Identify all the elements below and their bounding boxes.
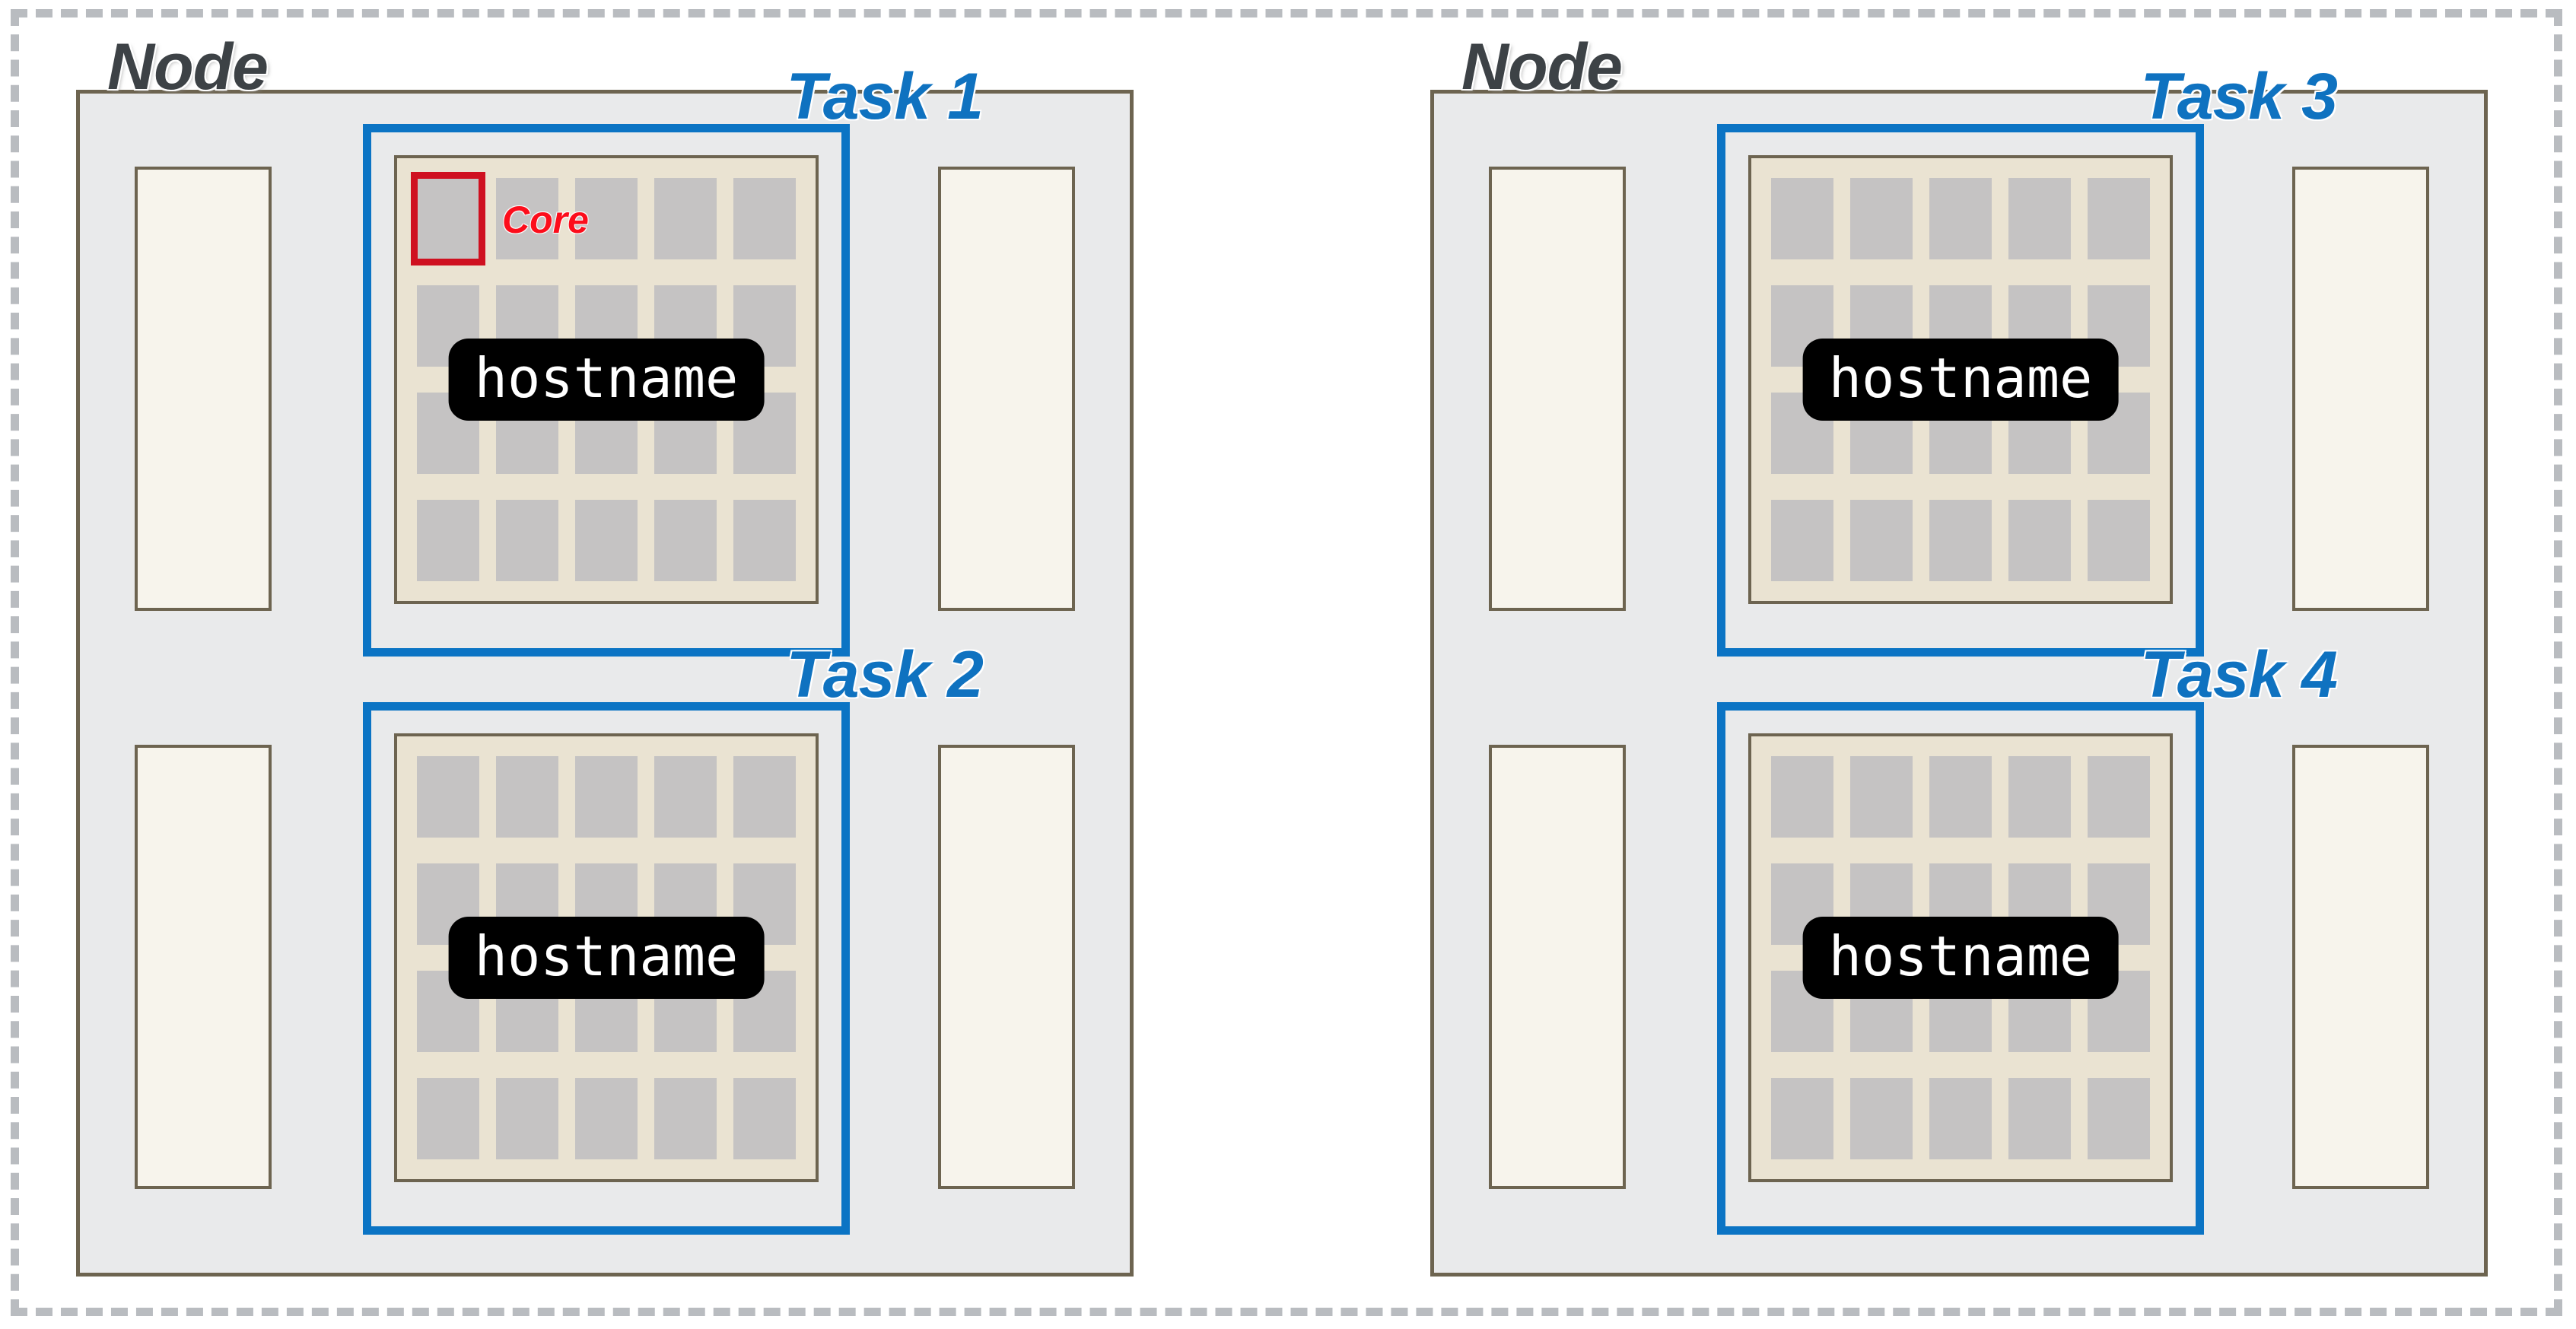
core bbox=[2088, 500, 2150, 581]
core bbox=[496, 1078, 558, 1159]
task-3-label: Task 3 bbox=[2140, 60, 2338, 133]
task-row-2: Task 2 bbox=[80, 638, 1130, 1259]
empty-socket-panel-right bbox=[938, 167, 1075, 611]
empty-socket-panel-left bbox=[135, 167, 272, 611]
core bbox=[2008, 756, 2071, 838]
core bbox=[496, 500, 558, 581]
core bbox=[1771, 1078, 1833, 1159]
hostname-badge: hostname bbox=[1802, 339, 2119, 421]
core bbox=[1929, 756, 1992, 838]
core bbox=[575, 1078, 638, 1159]
task-row-4: Task 4 bbox=[1434, 638, 2484, 1259]
task-1-label: Task 1 bbox=[786, 60, 984, 133]
core bbox=[654, 500, 717, 581]
outer-dashed-frame bbox=[11, 9, 2562, 1316]
task-4-boundary[interactable]: Task 4 bbox=[1717, 638, 2338, 1235]
core bbox=[1771, 756, 1833, 838]
task-2-label: Task 2 bbox=[786, 638, 984, 711]
socket: hostname bbox=[1748, 155, 2173, 604]
core bbox=[1771, 178, 1833, 259]
core bbox=[733, 1078, 796, 1159]
core bbox=[2008, 1078, 2071, 1159]
core bbox=[654, 178, 717, 259]
hostname-badge: hostname bbox=[448, 339, 765, 421]
core bbox=[733, 756, 796, 838]
core bbox=[1929, 500, 1992, 581]
core bbox=[2088, 756, 2150, 838]
core bbox=[654, 756, 717, 838]
hostname-badge: hostname bbox=[448, 917, 765, 999]
core bbox=[2008, 500, 2071, 581]
empty-socket-panel-left bbox=[135, 745, 272, 1189]
core bbox=[654, 1078, 717, 1159]
empty-socket-panel-right bbox=[2292, 167, 2429, 611]
core bbox=[1929, 178, 1992, 259]
core-highlighted bbox=[411, 172, 485, 265]
task-4-label: Task 4 bbox=[2140, 638, 2338, 711]
task-row-1: Task 1 bbox=[80, 60, 1130, 681]
task-2-boundary[interactable]: Task 2 bbox=[363, 638, 984, 1235]
empty-socket-panel-right bbox=[938, 745, 1075, 1189]
empty-socket-panel-left bbox=[1489, 745, 1626, 1189]
core bbox=[417, 756, 479, 838]
core bbox=[575, 500, 638, 581]
task-row-3: Task 3 bbox=[1434, 60, 2484, 681]
socket: hostname bbox=[394, 733, 819, 1182]
task-1-boundary[interactable]: Task 1 bbox=[363, 60, 984, 657]
node-1: Node Task 1 bbox=[76, 30, 1134, 1277]
core bbox=[2088, 1078, 2150, 1159]
core bbox=[2008, 178, 2071, 259]
core bbox=[496, 756, 558, 838]
core bbox=[496, 178, 558, 259]
core bbox=[575, 178, 638, 259]
core bbox=[1850, 1078, 1913, 1159]
core bbox=[2088, 178, 2150, 259]
core bbox=[575, 756, 638, 838]
core bbox=[1929, 1078, 1992, 1159]
core bbox=[417, 1078, 479, 1159]
node-label: Node bbox=[1461, 30, 1623, 103]
core-grid bbox=[411, 172, 796, 581]
core bbox=[1850, 178, 1913, 259]
socket: Core hostname bbox=[394, 155, 819, 604]
hostname-badge: hostname bbox=[1802, 917, 2119, 999]
core bbox=[1771, 500, 1833, 581]
core bbox=[733, 500, 796, 581]
node-label: Node bbox=[107, 30, 269, 103]
core bbox=[1850, 756, 1913, 838]
core bbox=[733, 178, 796, 259]
task-3-boundary[interactable]: Task 3 bbox=[1717, 60, 2338, 657]
core-annotation-label: Core bbox=[502, 199, 589, 241]
core bbox=[417, 500, 479, 581]
core bbox=[1850, 500, 1913, 581]
node-2: Node Task 3 bbox=[1430, 30, 2488, 1277]
socket: hostname bbox=[1748, 733, 2173, 1182]
empty-socket-panel-left bbox=[1489, 167, 1626, 611]
empty-socket-panel-right bbox=[2292, 745, 2429, 1189]
